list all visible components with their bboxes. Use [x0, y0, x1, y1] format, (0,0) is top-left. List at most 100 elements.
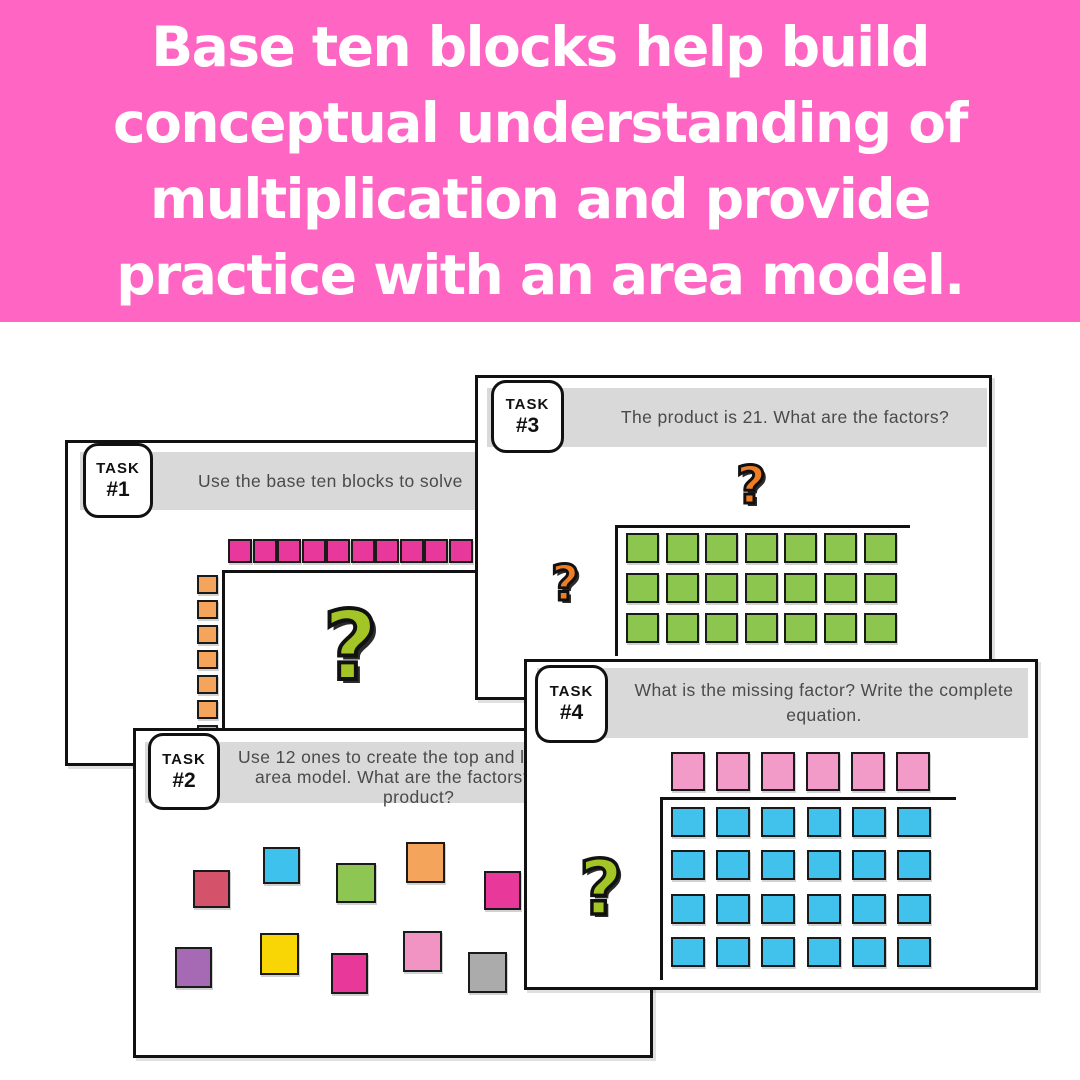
unit-block: [744, 613, 778, 643]
unit-block: [761, 807, 796, 837]
task4-top-factor-row: [671, 752, 930, 791]
task2-badge: TASK #2: [148, 733, 220, 810]
unit-block: [851, 936, 886, 967]
unit-block: [863, 533, 897, 563]
ones-block: [468, 952, 507, 993]
unit-block: [761, 893, 796, 924]
unit-block: [326, 539, 350, 563]
ones-block: [406, 842, 445, 883]
unit-block: [806, 807, 841, 837]
task2-ones-blocks: [136, 731, 650, 1055]
unit-block: [375, 539, 399, 563]
unit-block: [896, 850, 931, 881]
task1-badge-label: TASK: [96, 459, 140, 477]
unit-block: [350, 539, 375, 563]
task4-question-band: [537, 668, 1028, 738]
task3-question-band: [487, 388, 987, 447]
task1-question-mark-icon: ?: [321, 592, 380, 702]
hero-line-2: conceptual understanding of: [113, 91, 968, 155]
unit-block: [863, 573, 897, 603]
unit-block: [252, 539, 277, 563]
task3-left-question-mark-icon: ?: [549, 555, 580, 612]
unit-block: [744, 573, 778, 603]
unit-block: [716, 936, 751, 967]
unit-block: [197, 650, 218, 669]
ones-block: [193, 870, 230, 908]
unit-block: [744, 533, 778, 563]
task2-question-line-1: Use 12 ones to create the top and le: [238, 747, 535, 767]
unit-block: [228, 539, 252, 563]
hero-line-1: Base ten blocks help build: [151, 15, 930, 79]
unit-block: [784, 573, 818, 603]
unit-block: [716, 807, 751, 837]
task1-side-factor-column: [197, 575, 218, 744]
unit-block: [823, 533, 857, 563]
unit-block: [671, 752, 705, 791]
unit-block: [665, 573, 699, 603]
unit-block: [705, 573, 739, 603]
ones-block: [336, 863, 376, 903]
unit-block: [806, 936, 841, 967]
unit-block: [626, 613, 659, 643]
task4-question-line-1: What is the missing factor? Write the co…: [634, 680, 1014, 700]
task1-area-model-left-line: [222, 570, 225, 763]
unit-block: [851, 850, 886, 881]
task-card-3: TASK #3 The product is 21. What are the …: [475, 375, 992, 700]
unit-block: [851, 893, 886, 924]
unit-block: [716, 850, 751, 881]
hero-line-4: practice with an area model.: [116, 243, 965, 307]
unit-block: [863, 613, 897, 643]
task4-area-model-top-line: [660, 797, 956, 800]
unit-block: [399, 539, 424, 563]
unit-block: [705, 533, 739, 563]
unit-block: [665, 613, 699, 643]
unit-block: [197, 675, 218, 694]
task4-badge-number: #4: [559, 701, 584, 724]
unit-block: [761, 936, 796, 967]
unit-block: [671, 807, 705, 837]
task2-question-line-2: area model. What are the factors?: [255, 767, 533, 787]
ones-block: [331, 953, 368, 994]
task4-product-grid: [671, 807, 931, 967]
task1-badge: TASK #1: [83, 443, 153, 518]
unit-block: [671, 850, 705, 881]
hero-line-3: multiplication and provide: [150, 167, 931, 231]
unit-block: [761, 752, 795, 791]
task1-badge-number: #1: [106, 477, 130, 501]
ones-block: [403, 931, 442, 972]
unit-block: [823, 613, 857, 643]
unit-block: [705, 613, 739, 643]
task2-question-line-3: product?: [383, 787, 455, 807]
unit-block: [424, 539, 448, 563]
ones-block: [263, 847, 300, 884]
unit-block: [197, 700, 218, 719]
unit-block: [784, 533, 818, 563]
task3-badge-number: #3: [515, 413, 540, 437]
task4-badge-label: TASK: [549, 683, 594, 700]
unit-block: [301, 539, 326, 563]
unit-block: [823, 573, 857, 603]
unit-block: [806, 850, 841, 881]
unit-block: [197, 625, 218, 644]
unit-block: [197, 600, 218, 619]
task3-area-model-left-line: [615, 525, 618, 656]
task4-question-line-2: equation.: [786, 705, 862, 725]
ones-block: [484, 871, 521, 910]
unit-block: [197, 575, 218, 594]
task1-top-factor-rod: [228, 539, 473, 563]
ones-block: [175, 947, 212, 988]
unit-block: [448, 539, 473, 563]
unit-block: [896, 936, 931, 967]
task3-area-model-top-line: [615, 525, 910, 528]
task4-question-mark-icon: ?: [577, 843, 625, 932]
unit-block: [784, 613, 818, 643]
unit-block: [665, 533, 699, 563]
unit-block: [671, 893, 705, 924]
unit-block: [716, 893, 751, 924]
task3-badge-label: TASK: [505, 395, 550, 413]
unit-block: [806, 752, 840, 791]
unit-block: [277, 539, 301, 563]
unit-block: [626, 573, 659, 603]
task3-product-grid: [626, 533, 897, 643]
